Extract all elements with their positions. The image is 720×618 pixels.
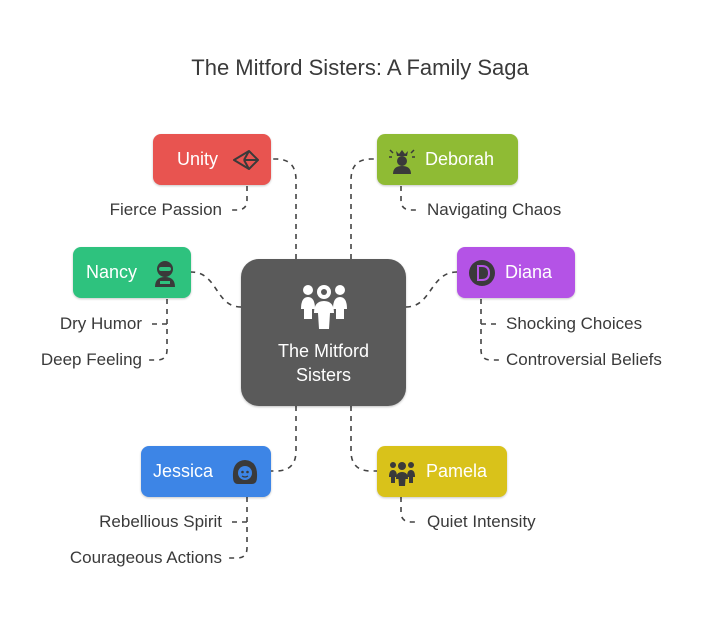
girl-face-icon xyxy=(232,460,258,484)
link-diana-leaves xyxy=(480,299,500,361)
diagram-title: The Mitford Sisters: A Family Saga xyxy=(191,55,529,80)
node-diana[interactable]: Diana xyxy=(457,247,575,298)
leaf-navigating-chaos: Navigating Chaos xyxy=(427,200,562,219)
unity-logo-icon xyxy=(233,150,259,170)
link-center-pamela xyxy=(350,406,377,472)
link-jessica-leaves xyxy=(228,497,248,559)
center-label-line1: The Mitford xyxy=(277,341,370,361)
node-nancy[interactable]: Nancy xyxy=(73,247,191,298)
crowned-person-icon xyxy=(389,149,415,174)
node-pamela[interactable]: Pamela xyxy=(377,446,507,497)
letter-d-badge-icon xyxy=(469,260,495,286)
group-people-icon xyxy=(389,462,415,486)
leaf-quiet-intensity: Quiet Intensity xyxy=(427,512,536,531)
link-nancy-leaves xyxy=(148,299,168,361)
leaf-shocking-choices: Shocking Choices xyxy=(506,314,643,333)
node-unity-label: Unity xyxy=(177,149,219,169)
link-center-deborah xyxy=(350,158,377,259)
leaf-controversial-beliefs: Controversial Beliefs xyxy=(506,350,662,369)
leaf-deep-feeling: Deep Feeling xyxy=(40,350,142,369)
ninja-icon xyxy=(155,261,175,287)
leaf-courageous-actions: Courageous Actions xyxy=(69,548,222,567)
leaf-fierce-passion: Fierce Passion xyxy=(109,200,222,219)
center-label-line2: Sisters xyxy=(295,365,351,385)
link-unity-leaf xyxy=(229,186,248,211)
link-center-diana xyxy=(405,271,458,308)
node-nancy-label: Nancy xyxy=(86,262,138,282)
family-group-icon xyxy=(301,285,347,329)
link-center-unity xyxy=(272,158,297,259)
node-deborah-label: Deborah xyxy=(425,149,495,169)
node-unity[interactable]: Unity xyxy=(153,134,271,185)
node-diana-label: Diana xyxy=(505,262,553,282)
node-jessica[interactable]: Jessica xyxy=(141,446,271,497)
link-center-nancy xyxy=(190,271,242,308)
link-deborah-leaf xyxy=(400,186,419,211)
link-center-jessica xyxy=(271,406,297,472)
leaf-dry-humor: Dry Humor xyxy=(59,314,142,333)
link-pamela-leaf xyxy=(400,497,419,523)
node-deborah[interactable]: Deborah xyxy=(377,134,518,185)
center-node[interactable]: The Mitford Sisters xyxy=(241,259,406,406)
node-pamela-label: Pamela xyxy=(426,461,488,481)
node-jessica-label: Jessica xyxy=(153,461,214,481)
leaf-rebellious-spirit: Rebellious Spirit xyxy=(99,512,222,531)
